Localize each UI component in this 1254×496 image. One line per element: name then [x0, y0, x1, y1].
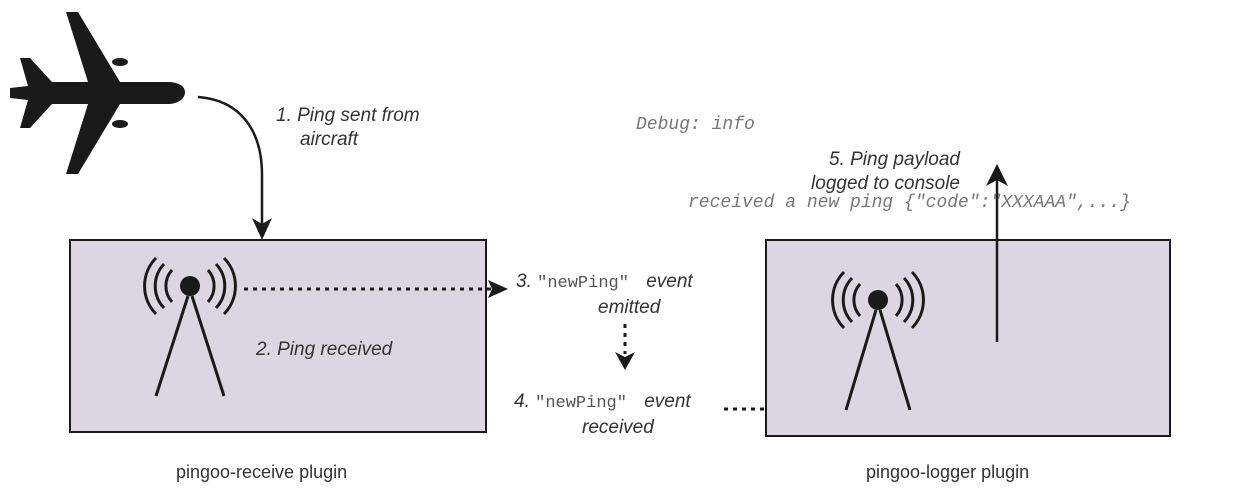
step-4-label: 4. "newPing" event received — [514, 390, 691, 440]
step-5-line-1: 5. Ping payload — [829, 149, 960, 170]
console-line-2: received a new ping {"code":"XXXAAA",...… — [688, 193, 1131, 213]
step-3-event-name: "newPing" — [537, 274, 629, 293]
step-4-event-name: "newPing" — [535, 394, 627, 413]
arrow-payload-logged-head — [986, 164, 1008, 186]
console-line-1: Debug: info — [636, 115, 755, 135]
console-output: Debug: info received a new ping {"code":… — [636, 60, 1131, 242]
step-3-label: 3. "newPing" event emitted — [516, 270, 693, 320]
radio-antenna-icon — [831, 270, 925, 411]
arrow-event-dispatch-head — [615, 352, 635, 370]
arrow-event-emitted-head — [488, 280, 508, 298]
step-1-line-1: 1. Ping sent from — [276, 105, 420, 126]
step-3-suffix: event — [640, 271, 693, 292]
step-1-line-2: aircraft — [300, 129, 359, 150]
airplane-icon — [10, 12, 185, 174]
step-1-label: 1. Ping sent from aircraft — [276, 104, 420, 152]
logger-plugin-label: pingoo-logger plugin — [866, 462, 1030, 482]
step-3-line-2: emitted — [598, 297, 661, 318]
receive-plugin-box — [69, 239, 487, 433]
receive-plugin-label: pingoo-receive plugin — [176, 462, 348, 482]
step-4-line-2: received — [582, 417, 654, 438]
step-5-label: 5. Ping payload logged to console — [811, 148, 960, 196]
radio-antenna-icon — [143, 256, 237, 397]
step-2-label: 2. Ping received — [256, 339, 393, 360]
step-4-prefix: 4. — [514, 391, 536, 412]
logger-plugin-box — [765, 239, 1171, 437]
step-5-line-2: logged to console — [811, 173, 960, 194]
arrow-ping-sent-head — [252, 218, 272, 240]
step-3-prefix: 3. — [516, 271, 538, 292]
arrow-ping-sent — [197, 95, 264, 230]
step-4-suffix: event — [638, 391, 691, 412]
